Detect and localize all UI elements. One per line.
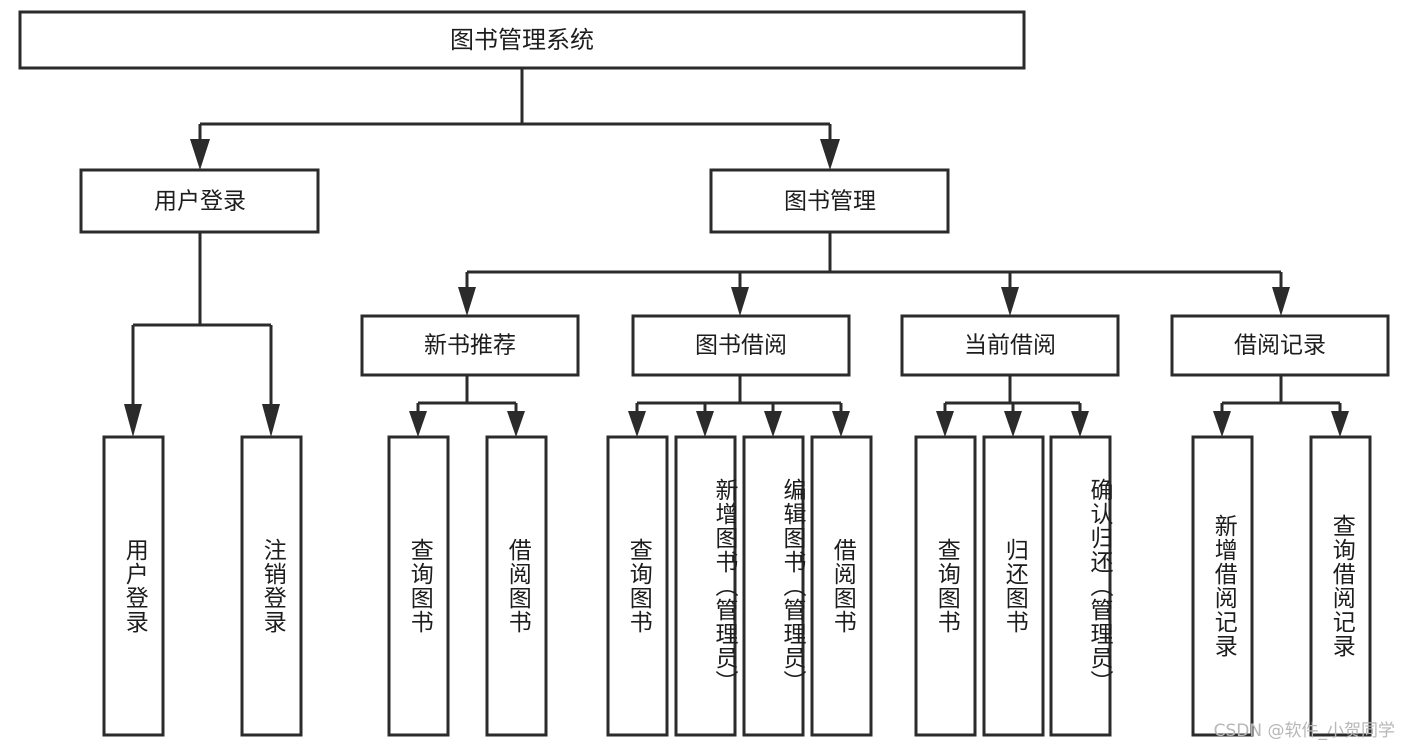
node-current-borrow[interactable]: 当前借阅 (900, 314, 1120, 377)
arrow-head-icon (832, 411, 850, 437)
arrow-head-icon (190, 139, 210, 170)
node-box-leaf-logout-login[interactable] (240, 435, 303, 737)
arrow-head-icon (731, 287, 749, 316)
node-label: 用户登录 (154, 189, 246, 215)
arrow-head-icon (1272, 287, 1290, 316)
arrow-head-icon (1331, 411, 1349, 437)
node-box-leaf-add-record[interactable] (1191, 435, 1254, 737)
node-box[interactable] (631, 314, 851, 377)
node-box[interactable] (1170, 314, 1390, 377)
node-box-leaf-query-book-3[interactable] (914, 435, 977, 737)
node-label: 图书管理 (784, 189, 876, 215)
arrow-head-icon (458, 287, 476, 316)
node-system-title[interactable]: 图书管理系统 (18, 10, 1026, 70)
node-box-leaf-borrow-book-1[interactable] (485, 435, 548, 737)
node-box[interactable] (900, 314, 1120, 377)
arrow-head-icon (124, 404, 142, 437)
connector-userlogin-to-leaves (124, 232, 280, 437)
arrow-head-icon (1004, 411, 1022, 437)
arrow-head-icon (1213, 411, 1231, 437)
node-box-leaf-query-record[interactable] (1309, 435, 1372, 737)
node-label: 图书借阅 (695, 333, 787, 359)
arrow-head-icon (696, 411, 714, 437)
connector-borrowrecord-to-leaves (1213, 375, 1349, 437)
arrow-head-icon (936, 411, 954, 437)
node-box[interactable] (79, 168, 320, 234)
node-new-book-recommend[interactable]: 新书推荐 (360, 314, 580, 377)
node-box-leaf-borrow-book-2[interactable] (810, 435, 873, 737)
connector-newbook-to-leaves (409, 375, 525, 437)
connector-root-to-level2 (190, 68, 840, 170)
node-borrow-record[interactable]: 借阅记录 (1170, 314, 1390, 377)
node-box[interactable] (18, 10, 1026, 70)
node-label: 当前借阅 (964, 333, 1056, 359)
node-box-leaf-return-book[interactable] (982, 435, 1045, 737)
arrow-head-icon (764, 411, 782, 437)
connector-bookborrow-to-leaves (628, 375, 850, 437)
arrow-head-icon (628, 411, 646, 437)
node-label: 图书管理系统 (450, 26, 594, 54)
node-book-borrow[interactable]: 图书借阅 (631, 314, 851, 377)
node-label: 新书推荐 (424, 333, 516, 359)
node-label: 借阅记录 (1234, 333, 1326, 359)
arrow-head-icon (409, 411, 427, 437)
node-box[interactable] (360, 314, 580, 377)
node-book-management[interactable]: 图书管理 (709, 168, 950, 234)
arrow-head-icon (262, 404, 280, 437)
node-box-leaf-add-book[interactable] (674, 435, 737, 737)
arrow-head-icon (507, 411, 525, 437)
node-box-leaf-user-login[interactable] (102, 435, 165, 737)
arrow-head-icon (1001, 287, 1019, 316)
watermark-text: CSDN @软件_小贺同学 (1213, 721, 1395, 741)
node-user-login[interactable]: 用户登录 (79, 168, 320, 234)
node-box-leaf-query-book-1[interactable] (387, 435, 450, 737)
arrow-head-icon (1071, 411, 1089, 437)
connector-bookmgmt-to-level3 (458, 232, 1290, 316)
node-box-leaf-query-book-2[interactable] (606, 435, 669, 737)
arrow-head-icon (820, 139, 840, 170)
node-box-leaf-edit-book[interactable] (742, 435, 805, 737)
node-box-leaf-confirm-return[interactable] (1049, 435, 1112, 737)
connector-currentborrow-to-leaves (936, 375, 1089, 437)
node-box[interactable] (709, 168, 950, 234)
